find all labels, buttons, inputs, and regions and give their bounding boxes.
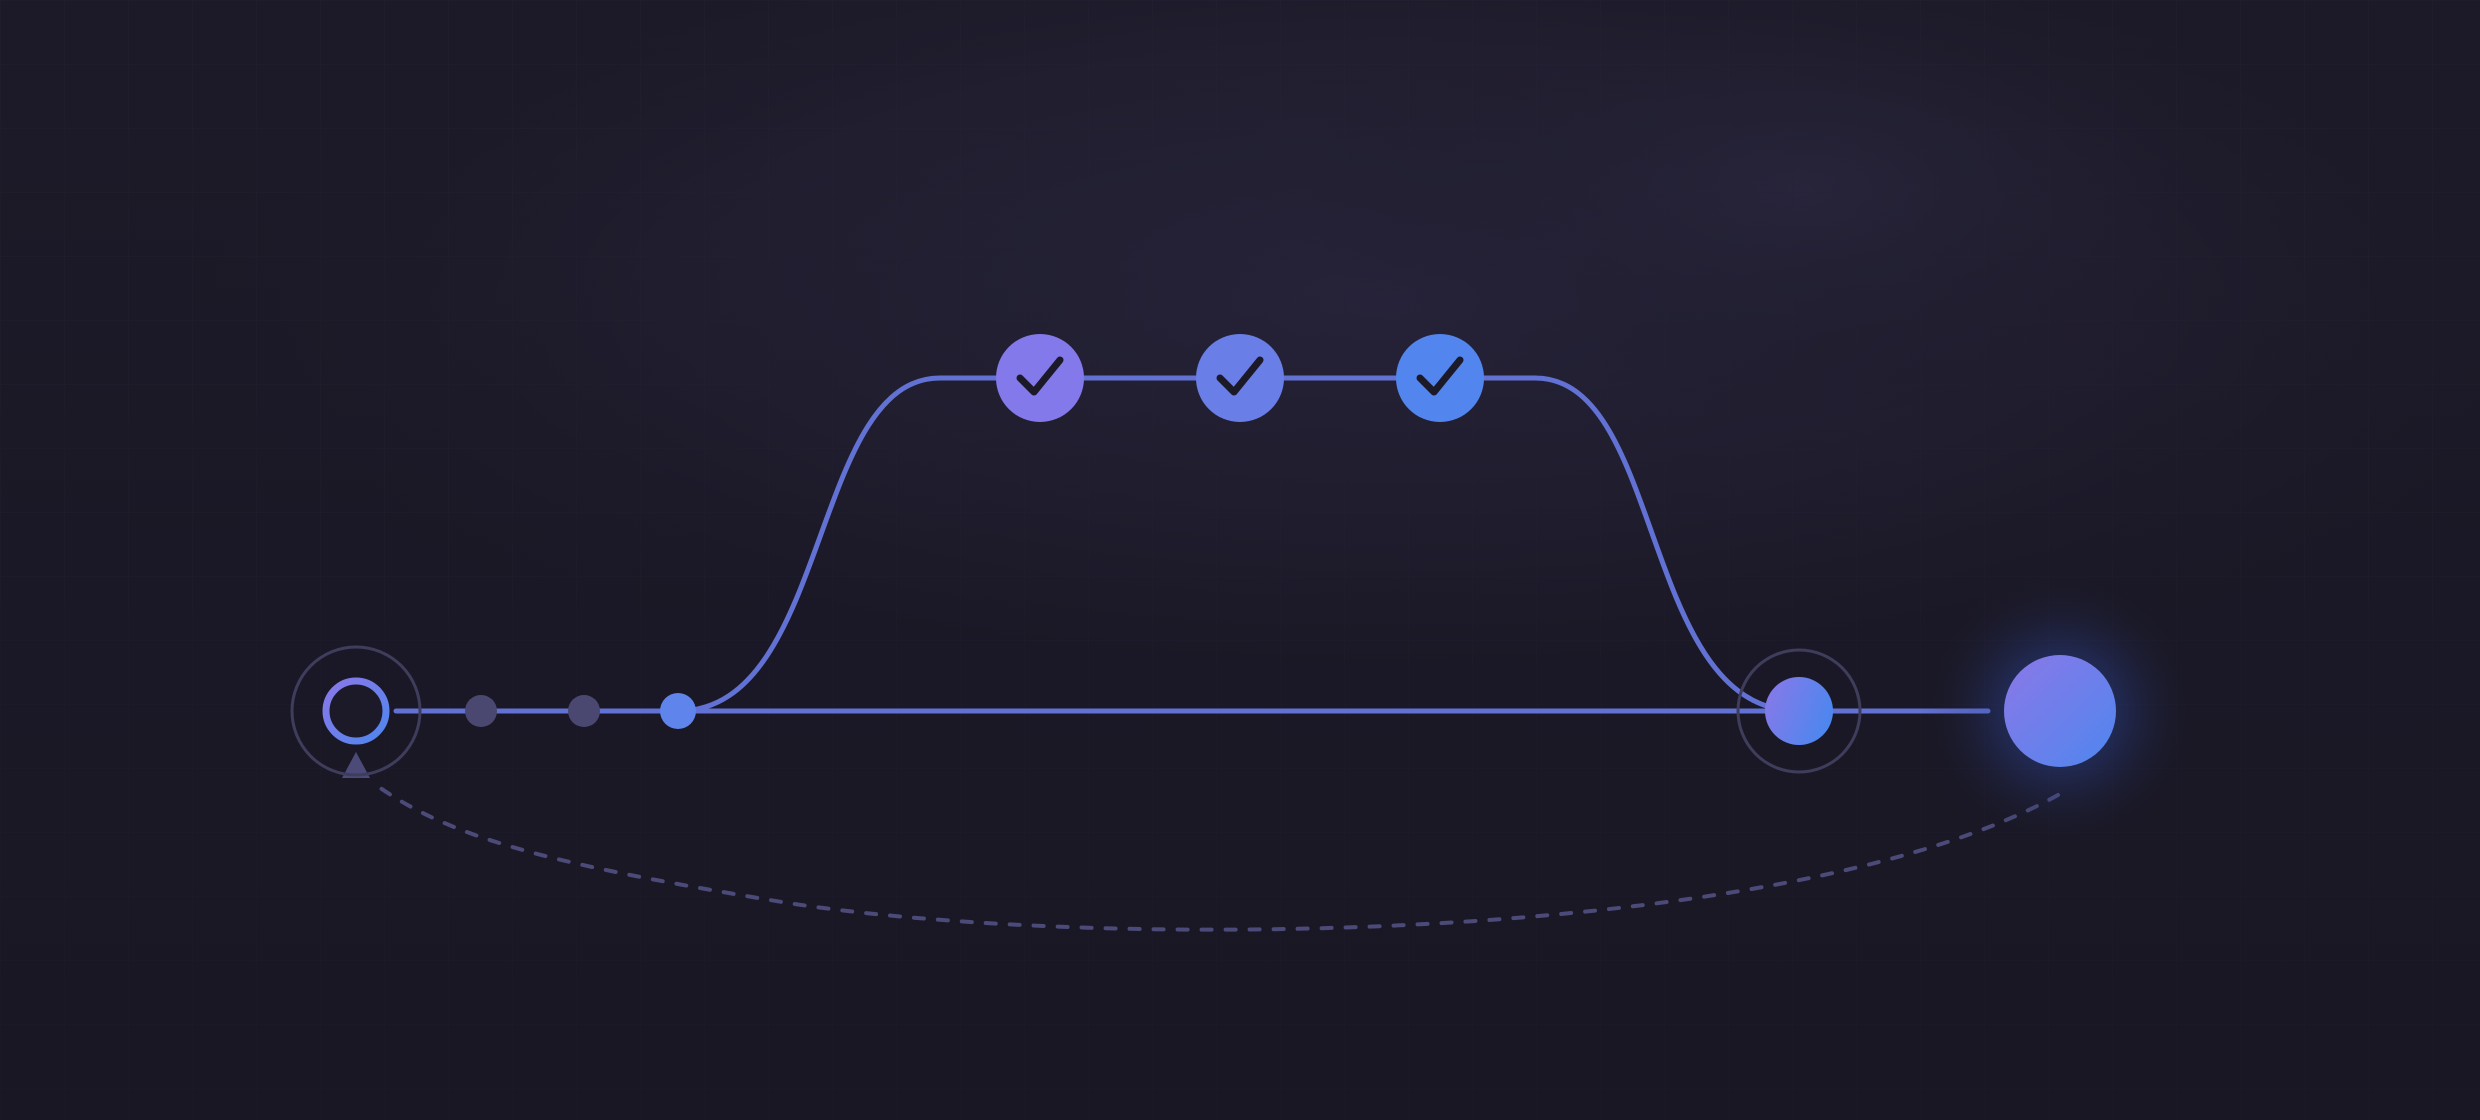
release-node[interactable]	[1920, 571, 2200, 851]
branch-point-commit[interactable]	[660, 693, 696, 729]
merge-commit-core	[1765, 677, 1833, 745]
check-icon	[1216, 356, 1264, 396]
completed-commit-3[interactable]	[1396, 334, 1484, 422]
check-icon	[1416, 356, 1464, 396]
pending-commit-1[interactable]	[465, 695, 497, 727]
completed-commit-2[interactable]	[1196, 334, 1284, 422]
start-commit[interactable]	[290, 645, 422, 777]
completed-commit-2-circle	[1196, 334, 1284, 422]
merge-commit-ring	[1736, 648, 1862, 774]
merge-commit[interactable]	[1736, 648, 1862, 774]
pending-commit-2[interactable]	[568, 695, 600, 727]
triangle-up-icon	[342, 752, 370, 778]
check-icon	[1016, 356, 1064, 396]
completed-commit-1-circle	[996, 334, 1084, 422]
completed-commit-3-circle	[1396, 334, 1484, 422]
release-node-core	[2004, 655, 2116, 767]
start-commit-ring	[290, 645, 422, 777]
start-commit-core	[322, 677, 390, 745]
feedback-loop-path	[370, 780, 2060, 932]
completed-commit-1[interactable]	[996, 334, 1084, 422]
